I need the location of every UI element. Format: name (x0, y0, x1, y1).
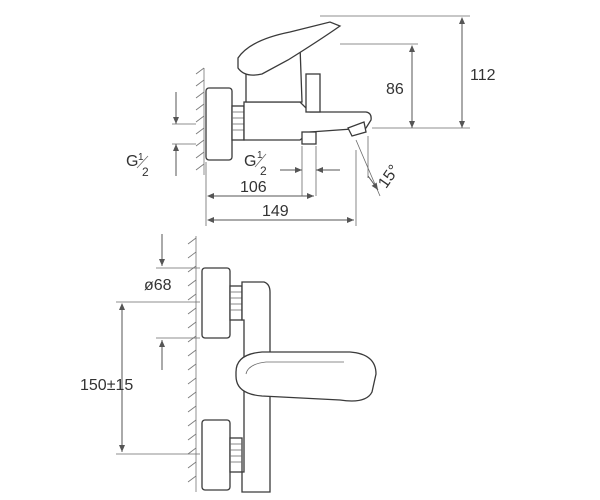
side-view: 112 86 G 1 2 G 1 2 15° (126, 15, 496, 226)
svg-text:G: G (244, 153, 256, 170)
svg-text:2: 2 (142, 165, 149, 179)
dim-86-label: 86 (386, 81, 404, 98)
spacing-label: 150±15 (80, 377, 133, 394)
angle-label: 15° (375, 162, 403, 192)
front-view: ø68 150±15 (80, 234, 377, 493)
upper-flange (201, 267, 231, 339)
shower-outlet (301, 131, 317, 145)
svg-text:1: 1 (138, 152, 144, 163)
wall-hatch-top (195, 67, 205, 175)
lever-handle (237, 21, 342, 76)
lower-nut (229, 437, 243, 473)
spout-aerator (347, 121, 367, 137)
svg-text:2: 2 (260, 164, 267, 178)
dim-149-label: 149 (262, 203, 289, 220)
front-lever (235, 351, 377, 402)
svg-text:1: 1 (257, 150, 263, 161)
dim-106-label: 106 (240, 179, 267, 196)
diverter-knob (305, 73, 321, 113)
wall-hatch-bottom (187, 236, 197, 492)
upper-nut (229, 285, 243, 321)
diameter-label: ø68 (144, 277, 172, 294)
connection-nut (231, 105, 245, 141)
thread-right-label: G 1 2 (244, 150, 267, 178)
dim-112-label: 112 (470, 67, 496, 84)
lower-flange (201, 419, 231, 491)
thread-left-label: G 1 2 (126, 152, 149, 179)
svg-text:G: G (126, 153, 138, 170)
wall-flange (205, 87, 233, 161)
